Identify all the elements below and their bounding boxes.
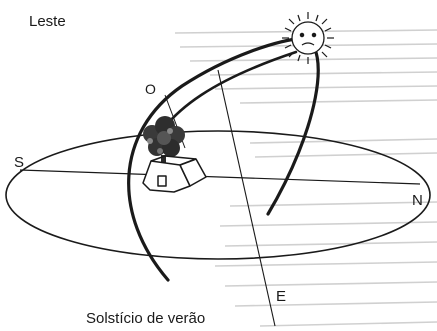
sun-path-arc — [127, 36, 320, 282]
east-point-label: E — [276, 288, 287, 305]
west-label: O — [145, 81, 156, 97]
horizon-ellipse — [5, 130, 431, 260]
background-text-block — [174, 29, 437, 327]
sun-face-icon — [282, 12, 334, 64]
north-label: N — [412, 192, 423, 209]
caption: Solstício de verão — [86, 310, 206, 327]
vertical-line — [217, 69, 276, 327]
east-label: Leste — [29, 13, 66, 30]
south-label: S — [14, 154, 25, 171]
house-icon — [142, 155, 207, 193]
tree-icon — [143, 116, 185, 177]
north-south-axis — [19, 169, 421, 185]
